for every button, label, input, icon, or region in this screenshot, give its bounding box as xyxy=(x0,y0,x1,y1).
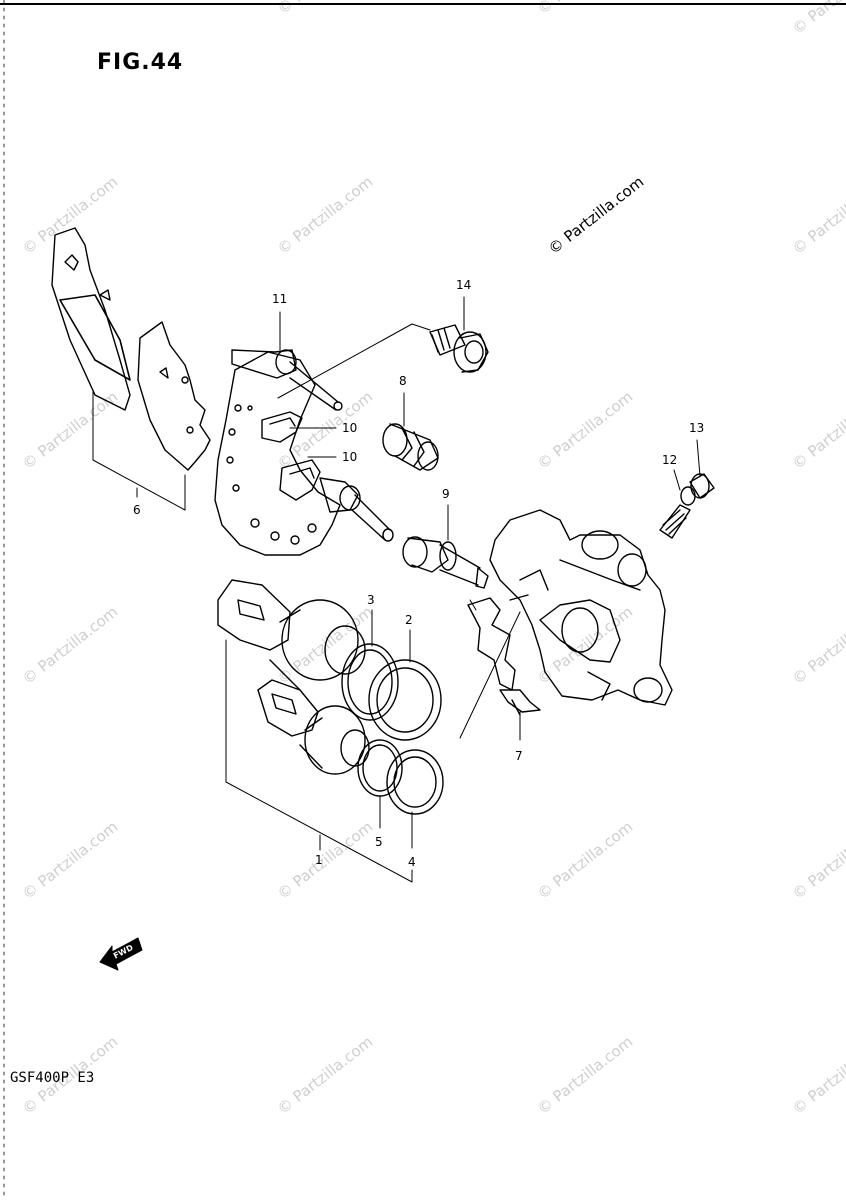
callout-2: 2 xyxy=(405,613,413,627)
piston-seal-large xyxy=(341,643,399,721)
pad-clip-upper xyxy=(261,411,303,443)
piston-seal-small xyxy=(357,739,403,797)
assembly-guide-lines xyxy=(277,323,521,739)
slide-sleeve xyxy=(402,536,489,589)
figure-title: FIG.44 xyxy=(97,50,184,75)
slide-pin-upper xyxy=(231,349,343,411)
callout-5: 5 xyxy=(375,835,383,849)
slide-pin-lower xyxy=(319,477,394,542)
callout-14: 14 xyxy=(456,278,471,292)
callout-1: 1 xyxy=(315,853,323,867)
model-code: GSF400P E3 xyxy=(10,1070,95,1086)
leader-lines xyxy=(92,296,701,883)
pad-retainer xyxy=(467,597,541,716)
pad-clip-lower xyxy=(279,459,321,501)
callout-11: 11 xyxy=(272,292,287,306)
callout-7: 7 xyxy=(515,749,523,763)
bleeder-cap xyxy=(689,473,715,499)
callout-10b: 10 xyxy=(342,450,357,464)
brake-pad-inner xyxy=(137,321,211,471)
callout-6: 6 xyxy=(133,503,141,517)
pin-boot xyxy=(382,423,439,471)
callout-12: 12 xyxy=(662,453,677,467)
dust-seal-small xyxy=(386,749,444,815)
callout-8: 8 xyxy=(399,374,407,388)
callout-10a: 10 xyxy=(342,421,357,435)
callout-9: 9 xyxy=(442,487,450,501)
caliper-bracket xyxy=(214,351,341,556)
callout-13: 13 xyxy=(689,421,704,435)
piston-small xyxy=(257,679,370,775)
mounting-bolt xyxy=(429,324,489,373)
bleeder-screw xyxy=(659,486,696,539)
forward-direction-arrow: FWD xyxy=(99,937,143,971)
caliper-body xyxy=(489,509,673,706)
callout-4: 4 xyxy=(408,855,416,869)
brake-pad-outer xyxy=(51,227,131,411)
callout-3: 3 xyxy=(367,593,375,607)
dust-seal-large xyxy=(368,659,442,741)
piston-large xyxy=(217,579,366,691)
